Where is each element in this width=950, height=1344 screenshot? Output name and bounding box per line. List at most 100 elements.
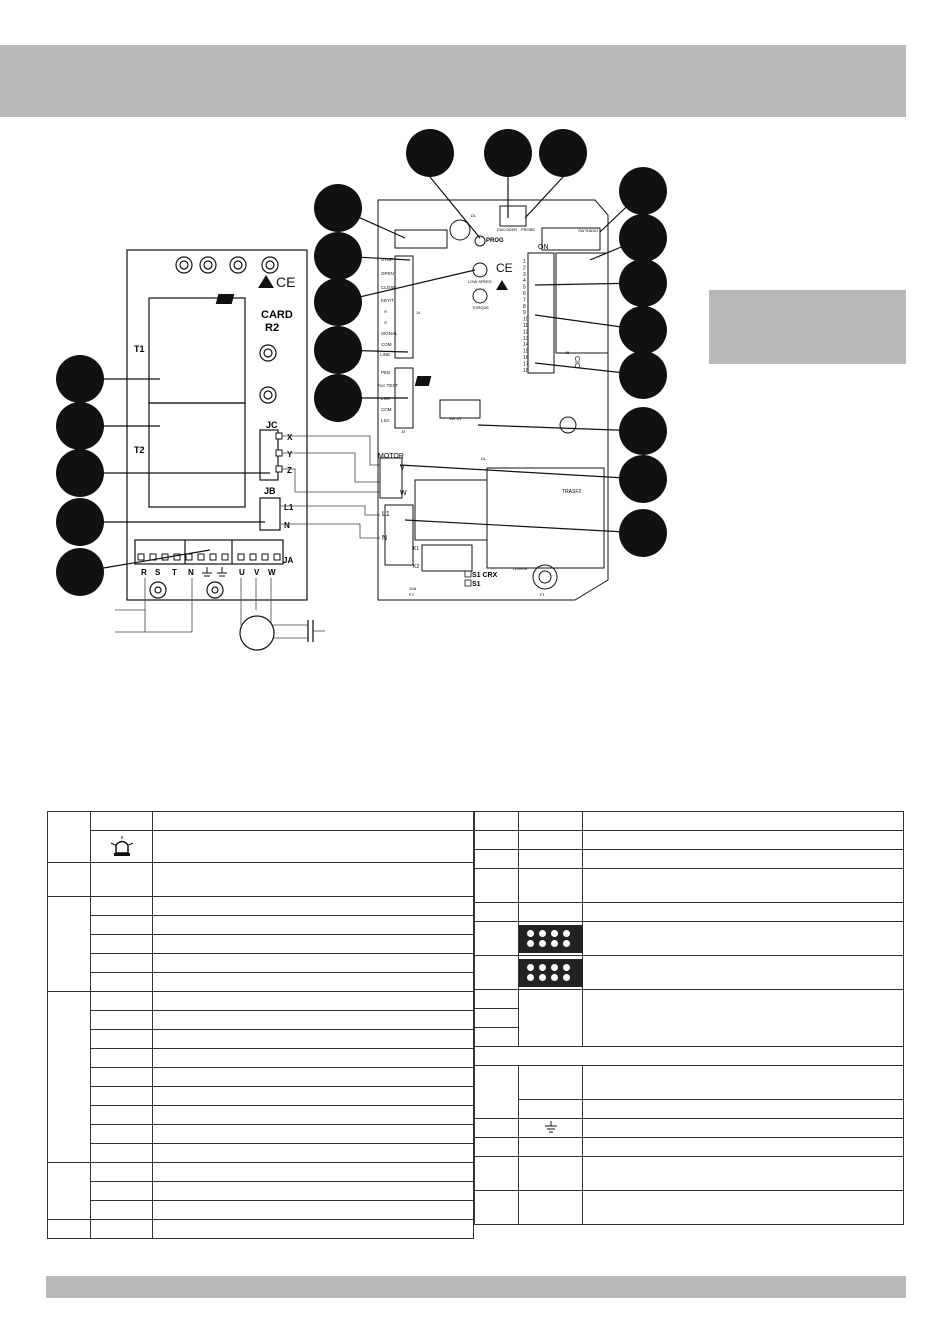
cell (90, 1143, 153, 1163)
section-tab (709, 290, 906, 364)
dip-number-11: 11 (523, 323, 528, 329)
cell (152, 991, 474, 1011)
z-label: Z (287, 466, 292, 475)
jc-label: JC (266, 420, 278, 430)
dip-number-7: 7 (523, 297, 526, 303)
lbl-acc-test: Acc TEST (378, 383, 398, 388)
dip-number-18: 18 (523, 368, 529, 374)
cell (582, 849, 904, 869)
cell (47, 1219, 91, 1239)
lbl-close: CLOSE (381, 285, 396, 290)
cell (152, 1181, 474, 1201)
cell (474, 902, 519, 922)
dip-number-10: 10 (523, 317, 529, 323)
dip-number-5: 5 (523, 285, 526, 291)
j5-label: J5 (565, 350, 570, 355)
cell (90, 811, 153, 831)
cell (474, 811, 519, 831)
motor-w: W (400, 490, 407, 497)
footer-band (46, 1276, 906, 1298)
cell (90, 1200, 153, 1220)
ce-mark-icon: CE (215, 274, 295, 304)
control-board (377, 199, 609, 601)
dip-number-6: 6 (523, 291, 526, 297)
n-label: N (284, 521, 290, 530)
cell (474, 1027, 519, 1047)
cell (90, 1029, 153, 1049)
cell (90, 1010, 153, 1030)
external-wiring (115, 435, 380, 642)
legend-table-right (474, 811, 904, 1225)
cell (152, 1143, 474, 1163)
cell (518, 811, 583, 831)
header-band (0, 45, 906, 117)
ja-r: R (141, 568, 147, 577)
cell (474, 1065, 519, 1119)
cell (582, 1137, 904, 1157)
motor-symbol (239, 615, 275, 651)
cell (518, 1065, 583, 1100)
ja-label: JA (283, 556, 293, 565)
dip-number-1: 1 (523, 259, 526, 265)
cell (518, 849, 583, 869)
dip-number-16: 16 (523, 355, 529, 361)
lbl-signal: SIGNAL (381, 331, 398, 336)
cell (152, 915, 474, 935)
l1-label: L1 (284, 503, 294, 512)
trasf-label: TRASF2 (562, 489, 581, 495)
k2-label: K2 (413, 564, 419, 570)
ja-w: W (268, 568, 276, 577)
t1-label: T1 (134, 344, 145, 354)
probe-label: PROBE (521, 227, 535, 232)
board-ce-mark-icon: CE (414, 261, 513, 386)
cell (582, 830, 904, 850)
lbl-stop: STOP (381, 257, 393, 262)
cell (518, 1137, 583, 1157)
lbl-a1: A (384, 309, 387, 314)
ja-t: T (172, 568, 177, 577)
cell (47, 811, 91, 863)
cell (518, 868, 583, 903)
cell (90, 1067, 153, 1087)
lbl-key: KEY/T (381, 298, 394, 303)
cell (582, 1190, 904, 1225)
board-n: N (382, 535, 387, 542)
cell (47, 862, 91, 897)
lbl-open: OPEN (381, 271, 394, 276)
cell (90, 896, 153, 916)
cell (152, 1124, 474, 1144)
dip-number-3: 3 (523, 272, 526, 278)
ja-u: U (239, 568, 245, 577)
cell (474, 1046, 904, 1066)
cell (518, 830, 583, 850)
cell (47, 896, 91, 992)
motor-label: MOTOR (378, 453, 404, 460)
encoder-label: ENCODER (497, 227, 517, 232)
on-label: ON (538, 244, 549, 251)
cell (152, 953, 474, 973)
cell (90, 862, 153, 897)
cell (582, 811, 904, 831)
sw-s1-label: SW S1 (449, 416, 462, 421)
j3-label: J3 (401, 429, 406, 434)
cell (582, 989, 904, 1047)
cell (474, 921, 519, 956)
cell (474, 1008, 519, 1028)
dip-number-14: 14 (523, 342, 529, 348)
dip-number-2: 2 (523, 265, 526, 271)
dl-label: DL (471, 213, 477, 218)
cell (90, 1086, 153, 1106)
cell (152, 1105, 474, 1125)
cell (152, 972, 474, 992)
cell (518, 1099, 583, 1119)
cell (582, 955, 904, 990)
cell (152, 830, 474, 863)
warning-lamp-icon (90, 830, 153, 863)
low-speed-label: LOW SPEED (468, 279, 492, 284)
cell (518, 902, 583, 922)
cell (152, 896, 474, 916)
cell (582, 1156, 904, 1191)
cell (90, 1105, 153, 1125)
cell (90, 1162, 153, 1182)
